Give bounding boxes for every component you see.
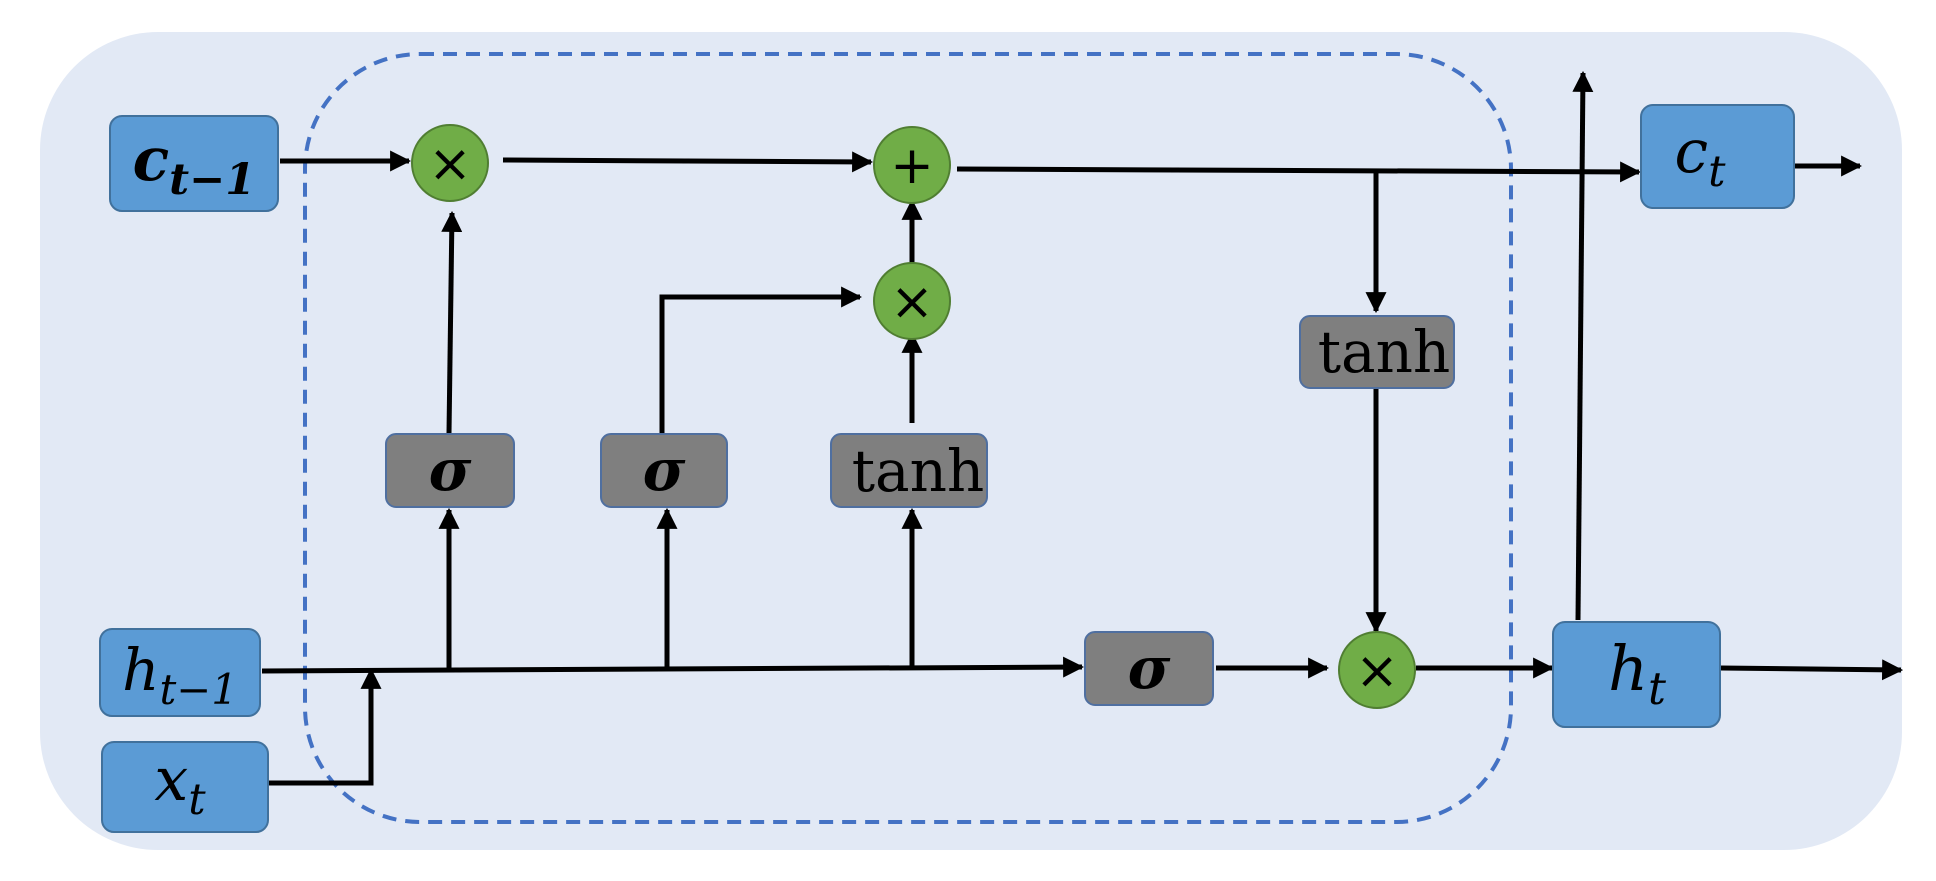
h-prev-base: h bbox=[122, 636, 159, 704]
input-gate: σ bbox=[600, 433, 728, 508]
candidate-gate: tanh bbox=[830, 433, 988, 508]
c-prev-base: c bbox=[133, 125, 170, 195]
candidate-gate-label: tanh bbox=[852, 437, 985, 505]
cell-tanh-label: tanh bbox=[1318, 318, 1451, 386]
multiply-icon: × bbox=[890, 272, 934, 332]
cell-boundary bbox=[303, 52, 1513, 824]
multiply-icon: × bbox=[1355, 641, 1399, 701]
h-sub: t bbox=[1648, 663, 1666, 715]
wire-hprev-bus bbox=[261, 656, 1085, 678]
wire-x-to-bus bbox=[268, 667, 382, 786]
plus-icon: + bbox=[890, 136, 934, 196]
svg-text:ht−1: ht−1 bbox=[122, 636, 238, 714]
input-c-prev: ct−1 bbox=[109, 115, 279, 212]
input-h-prev: ht−1 bbox=[99, 628, 261, 717]
svg-text:xt: xt bbox=[154, 745, 206, 825]
h-prev-sub: t−1 bbox=[160, 665, 238, 714]
wire-ht-out bbox=[1720, 659, 1904, 681]
connections bbox=[261, 70, 1904, 786]
multiply-icon: × bbox=[428, 134, 472, 194]
wire-forget-mult-to-add bbox=[502, 151, 874, 173]
wire-ht-up bbox=[1572, 70, 1594, 621]
svg-text:ct: ct bbox=[1675, 117, 1727, 197]
c-sub: t bbox=[1708, 147, 1726, 197]
output-gate-label: σ bbox=[1128, 634, 1171, 702]
input-x: xt bbox=[101, 741, 269, 833]
x-sub: t bbox=[188, 775, 206, 825]
x-base: x bbox=[154, 745, 188, 815]
output-multiply-op: × bbox=[1338, 631, 1416, 709]
output-c: ct bbox=[1640, 104, 1795, 209]
output-gate: σ bbox=[1084, 631, 1214, 706]
wire-input-gate-to-mult bbox=[659, 286, 863, 433]
input-multiply-op: × bbox=[873, 262, 951, 340]
output-h: ht bbox=[1552, 621, 1721, 728]
h-base: h bbox=[1608, 632, 1648, 705]
cell-tanh: tanh bbox=[1299, 315, 1455, 389]
svg-text:ht: ht bbox=[1608, 632, 1666, 715]
c-base: c bbox=[1675, 117, 1709, 187]
input-gate-label: σ bbox=[643, 436, 686, 504]
c-prev-sub: t−1 bbox=[169, 154, 255, 205]
add-op: + bbox=[873, 126, 951, 204]
forget-multiply-op: × bbox=[411, 124, 489, 202]
forget-gate-label: σ bbox=[429, 436, 472, 504]
wire-forget-gate-to-mult bbox=[441, 210, 463, 434]
forget-gate: σ bbox=[385, 433, 515, 508]
wire-add-to-ct bbox=[956, 161, 1642, 183]
svg-text:ct−1: ct−1 bbox=[133, 125, 256, 205]
